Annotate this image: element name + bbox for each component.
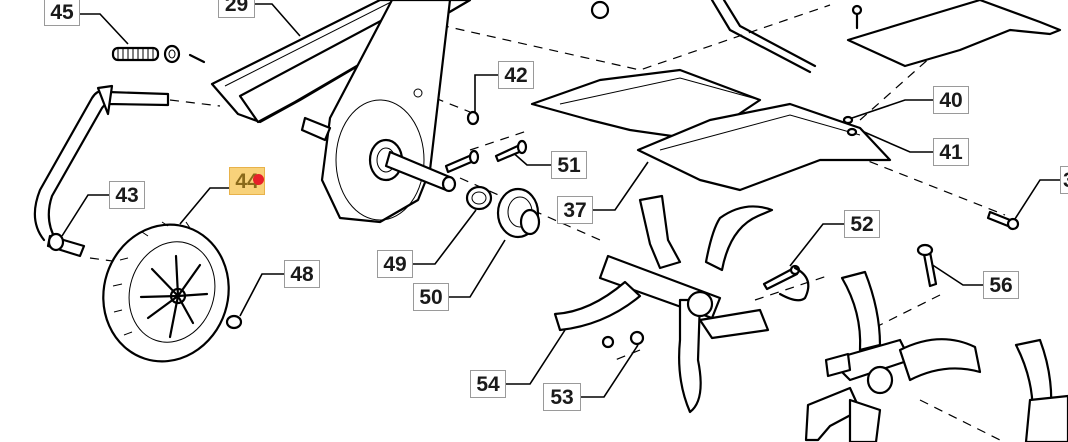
callout-56[interactable]: 56 <box>983 271 1019 299</box>
callout-42[interactable]: 42 <box>498 61 534 89</box>
callout-29[interactable]: 29 <box>218 0 255 18</box>
hairpin-part <box>762 264 810 302</box>
callout-40[interactable]: 40 <box>933 86 969 114</box>
upper-shield-part <box>590 0 1062 74</box>
seal-bearing-part <box>465 185 541 239</box>
cap-part <box>466 110 480 126</box>
selection-marker <box>253 174 264 185</box>
bolt-right-part <box>986 210 1020 231</box>
callout-53[interactable]: 53 <box>543 383 581 411</box>
bolt-part <box>444 139 528 174</box>
gear-housing-part <box>300 0 457 224</box>
callout-37[interactable]: 37 <box>557 196 593 224</box>
callout-52[interactable]: 52 <box>844 210 880 238</box>
washer-part <box>225 314 243 330</box>
leader-lines <box>61 3 1062 398</box>
callout-48[interactable]: 48 <box>284 260 320 288</box>
bolt-56-part <box>916 243 938 288</box>
spring-part <box>111 44 206 64</box>
callout-41[interactable]: 41 <box>933 138 969 166</box>
callout-51[interactable]: 51 <box>551 151 587 179</box>
callout-43[interactable]: 43 <box>109 181 145 209</box>
callout-49[interactable]: 49 <box>377 250 413 278</box>
callout-partial-right[interactable]: 3 <box>1060 166 1068 194</box>
washer-small-part <box>842 115 858 137</box>
tine-assembly-part <box>553 194 774 414</box>
handle-rod-part <box>33 84 170 258</box>
tine-assembly-right-part <box>804 270 1068 442</box>
wheel-part <box>102 221 230 363</box>
callout-50[interactable]: 50 <box>413 283 449 311</box>
callout-54[interactable]: 54 <box>470 370 506 398</box>
callout-45[interactable]: 45 <box>44 0 80 26</box>
tine-cover-part <box>530 68 892 192</box>
